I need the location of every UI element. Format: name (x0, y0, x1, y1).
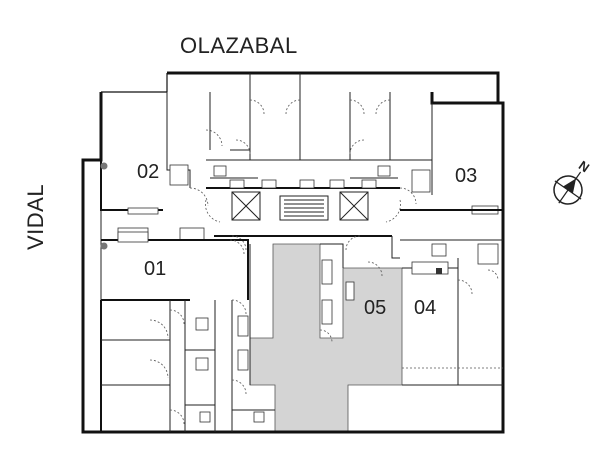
building-outline (81, 71, 505, 434)
unit-label-01: 01 (144, 258, 166, 280)
north-label: N (576, 158, 592, 176)
middle-rooms (249, 243, 383, 385)
unit-02 (100, 92, 250, 241)
unit-01 (101, 231, 249, 301)
unit-04 (391, 236, 503, 386)
street-label-left: VIDAL (23, 184, 48, 250)
street-label-top: OLAZABAL (180, 33, 298, 58)
unit-03 (399, 103, 503, 215)
unit-label-02: 02 (137, 161, 159, 183)
top-middle-rooms (206, 73, 400, 189)
unit-label-04: 04 (414, 297, 436, 319)
north-arrow-icon: N (553, 158, 592, 205)
unit-label-03: 03 (455, 165, 477, 187)
column-dot (100, 242, 108, 250)
lower-left-rooms (100, 299, 275, 432)
column-dot (100, 162, 108, 170)
unit-label-05: 05 (364, 297, 386, 319)
